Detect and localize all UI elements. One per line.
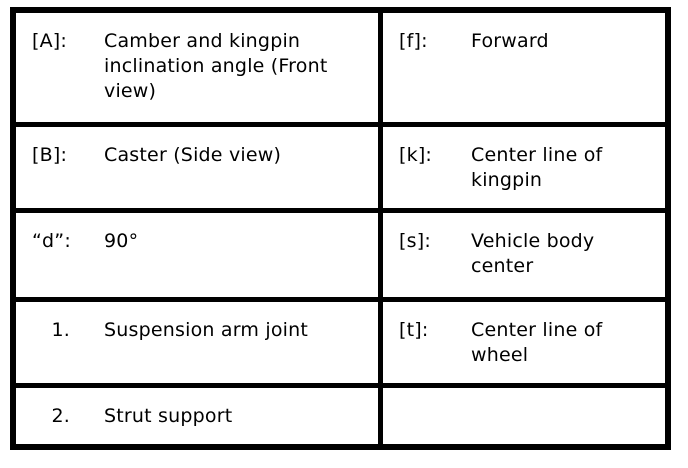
legend-text-2: Strut support — [104, 405, 233, 427]
legend-cell-d: “d”: 90° — [16, 213, 378, 297]
legend-key-B: [B]: — [32, 144, 68, 166]
legend-key-t: [t]: — [399, 319, 429, 341]
legend-text-f: Forward — [471, 30, 549, 52]
legend-text-B: Caster (Side view) — [104, 144, 282, 166]
legend-cell-k: [k]: Center line of kingpin — [383, 127, 665, 208]
legend-cell-2: 2. Strut support — [16, 388, 378, 444]
legend-key-k: [k]: — [399, 144, 433, 166]
legend-text-k: Center line of kingpin — [471, 144, 603, 191]
legend-key-d: “d”: — [32, 230, 71, 252]
legend-text-s: Vehicle body center — [471, 230, 595, 277]
legend-text-d: 90° — [104, 230, 139, 252]
legend-cell-s: [s]: Vehicle body center — [383, 213, 665, 297]
legend-cell-1: 1. Suspension arm joint — [16, 302, 378, 383]
legend-key-1: 1. — [51, 319, 70, 341]
legend-cell-t: [t]: Center line of wheel — [383, 302, 665, 383]
legend-key-f: [f]: — [399, 30, 428, 52]
legend-table: [A]: Camber and kingpin inclination angl… — [10, 7, 671, 450]
legend-key-A: [A]: — [32, 30, 68, 52]
legend-text-t: Center line of wheel — [471, 319, 603, 366]
legend-cell-f: [f]: Forward — [383, 13, 665, 122]
legend-text-A: Camber and kingpin inclination angle (Fr… — [104, 30, 328, 102]
legend-cell-empty — [383, 388, 665, 444]
legend-cell-A: [A]: Camber and kingpin inclination angl… — [16, 13, 378, 122]
legend-cell-B: [B]: Caster (Side view) — [16, 127, 378, 208]
legend-key-s: [s]: — [399, 230, 431, 252]
legend-key-2: 2. — [51, 405, 70, 427]
legend-text-1: Suspension arm joint — [104, 319, 309, 341]
